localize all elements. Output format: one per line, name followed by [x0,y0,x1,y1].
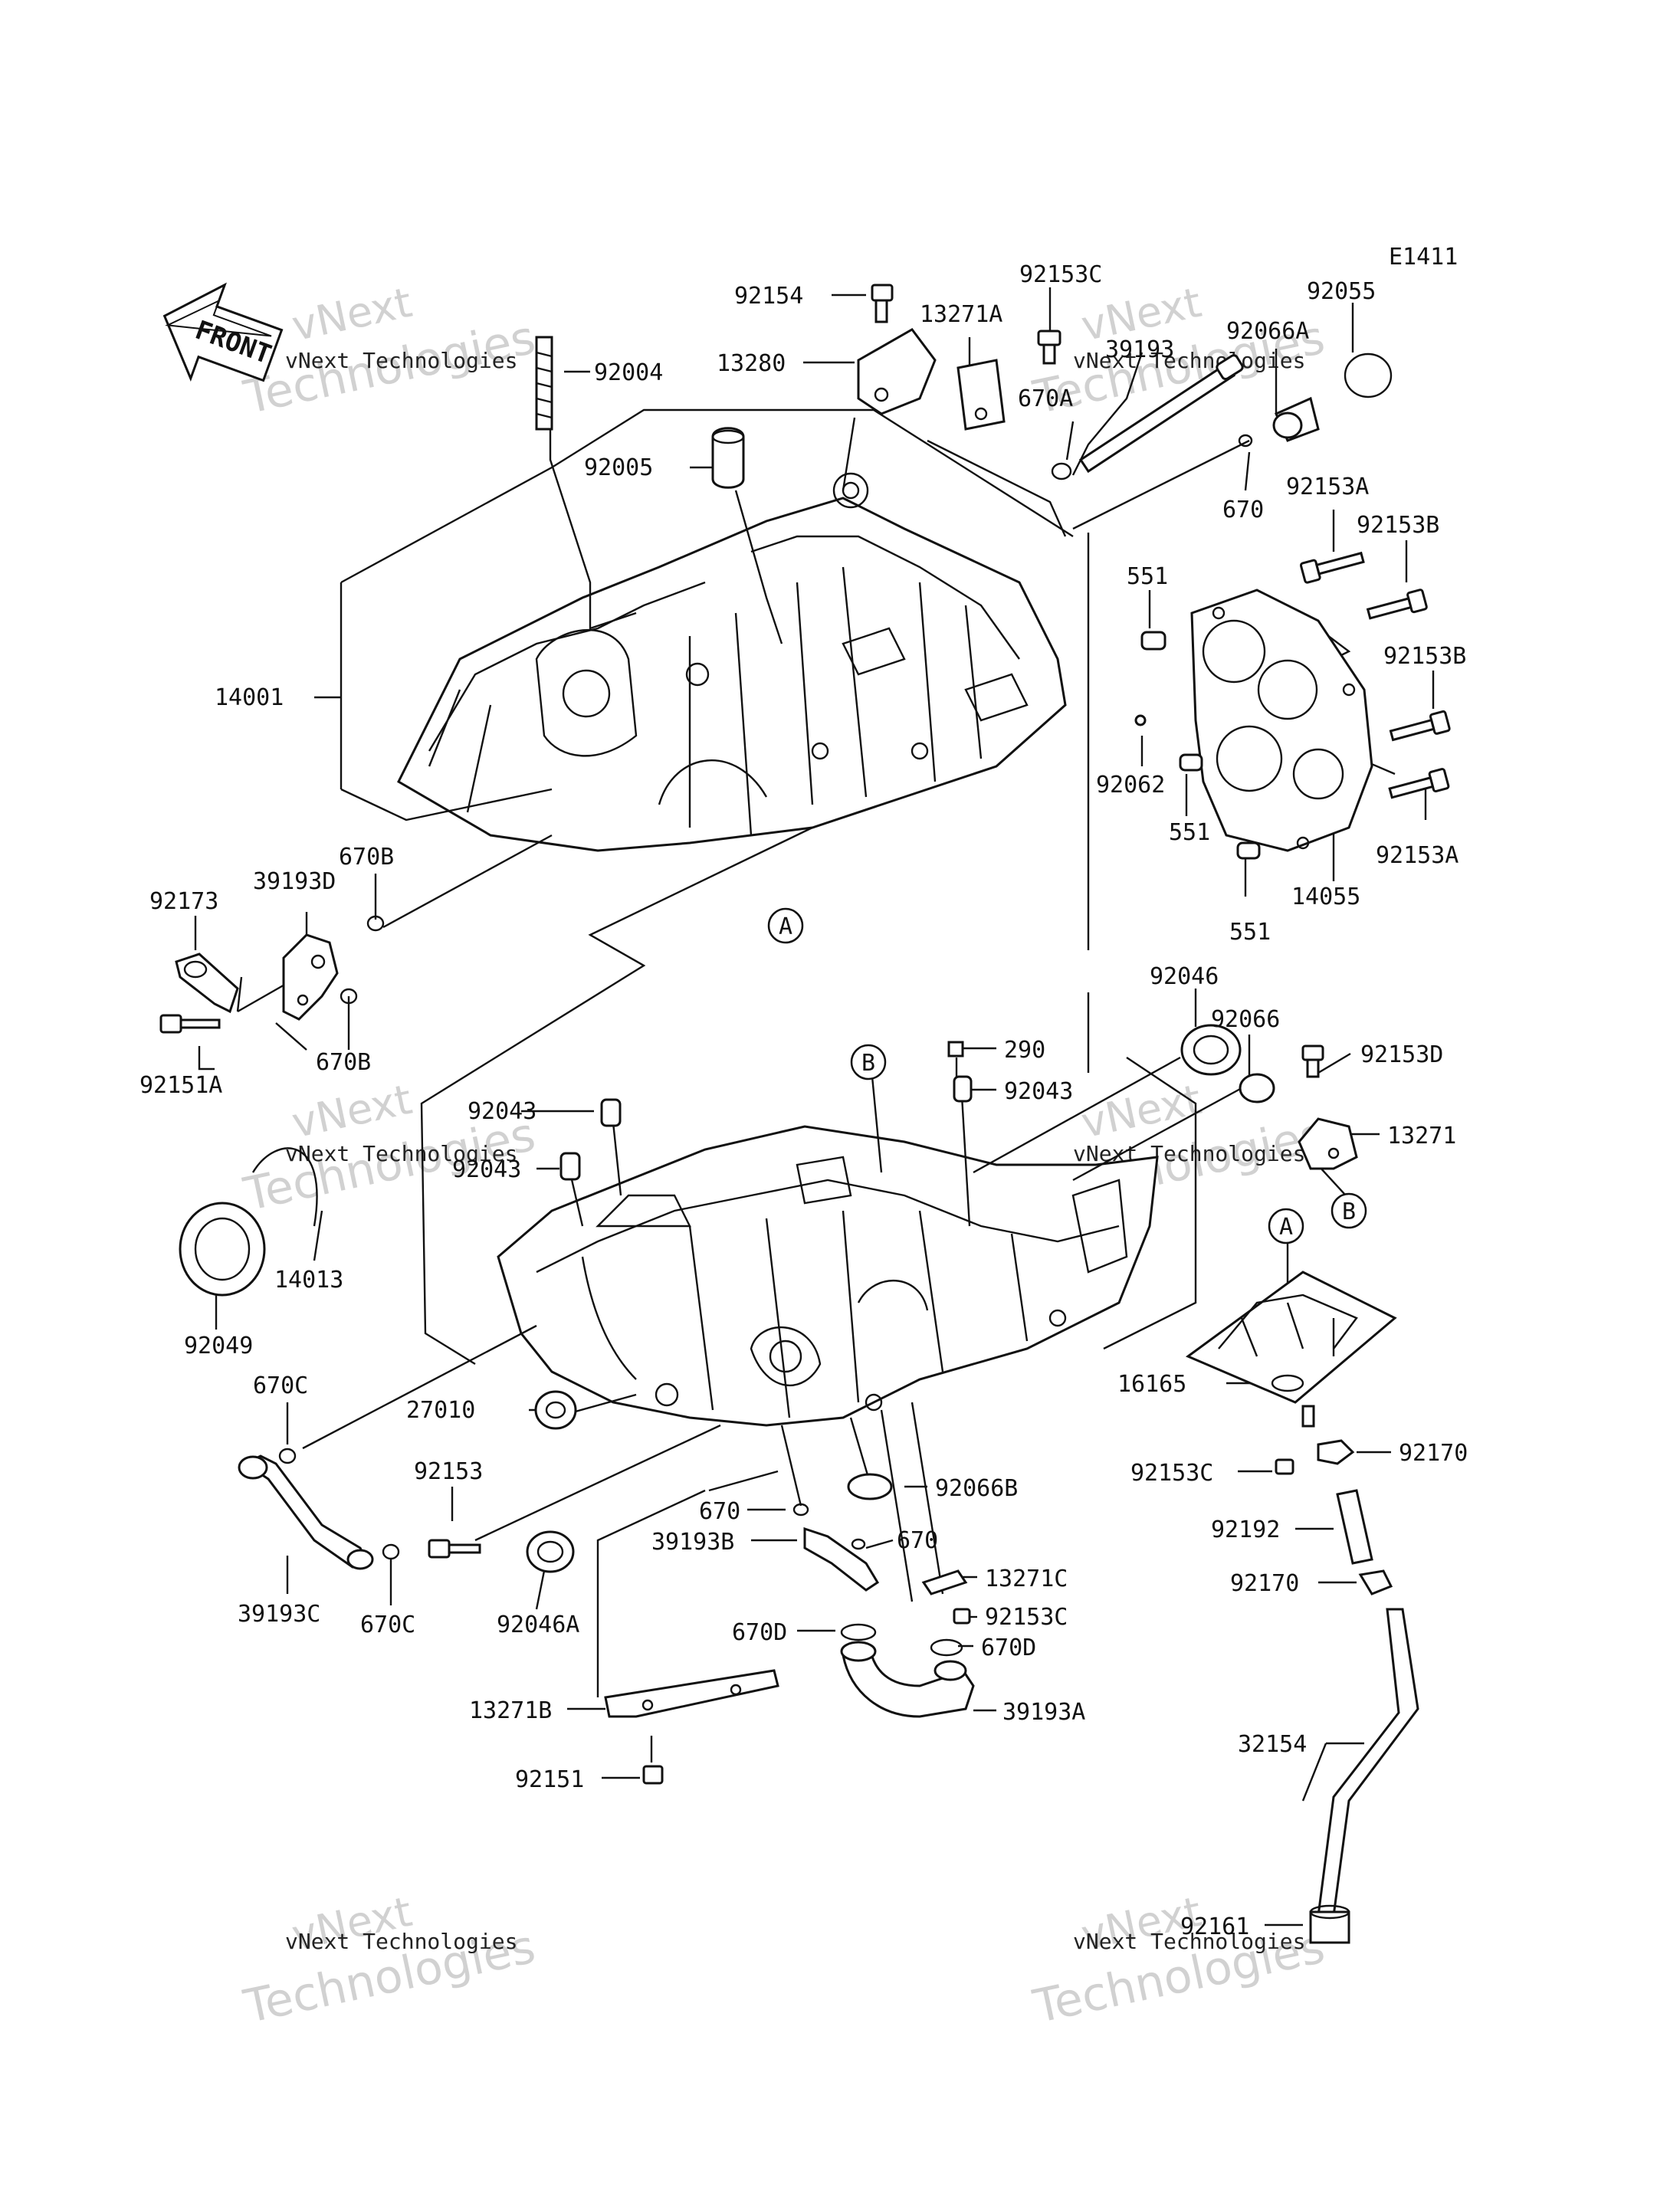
label-551: 551 [1229,919,1271,946]
label-92043: 92043 [1004,1078,1073,1105]
label-39193C: 39193C [238,1601,320,1628]
label-290: 290 [1004,1037,1045,1064]
label-92153A: 92153A [1376,842,1459,869]
label-13280: 13280 [717,350,786,377]
label-27010: 27010 [406,1397,475,1424]
label-92066: 92066 [1211,1006,1280,1033]
label-670C: 670C [360,1612,415,1638]
label-13271C: 13271C [985,1566,1068,1592]
label-670D: 670D [981,1635,1036,1661]
label-92153A: 92153A [1286,474,1369,500]
watermark-small: vNext Technologies [285,1929,517,1954]
label-92004: 92004 [594,359,663,386]
label-39193D: 39193D [253,868,336,895]
label-92170: 92170 [1399,1440,1468,1467]
label-92066A: 92066A [1226,318,1309,345]
reference-markers: A B B A [767,907,1367,1244]
label-92043: 92043 [468,1098,536,1125]
label-92170: 92170 [1230,1570,1299,1597]
lower-crankcase [497,1125,1159,1427]
label-32154: 32154 [1238,1731,1307,1758]
svg-text:B: B [1342,1199,1356,1225]
upper-crankcase [397,472,1067,852]
label-92154: 92154 [734,283,803,310]
label-92151A: 92151A [139,1072,222,1099]
label-14001: 14001 [215,684,284,711]
label-13271B: 13271B [469,1697,552,1724]
ref-b-right: B [1331,1192,1367,1229]
label-92046: 92046 [1150,963,1219,990]
watermark-small: vNext Technologies [285,348,517,373]
label-92153C: 92153C [985,1604,1068,1631]
label-39193B: 39193B [651,1529,734,1556]
label-92153D: 92153D [1360,1041,1443,1068]
label-670D: 670D [732,1619,787,1646]
label-92043: 92043 [452,1156,521,1183]
diagram-code: E1411 [1389,244,1458,271]
label-39193A: 39193A [1002,1699,1085,1726]
ref-a-upper: A [767,907,804,944]
watermark-small: vNext Technologies [1073,1929,1305,1954]
label-39193: 39193 [1105,336,1174,363]
label-14055: 14055 [1291,884,1360,910]
label-92173: 92173 [149,888,218,915]
label-551: 551 [1127,563,1168,590]
label-14013: 14013 [274,1267,343,1294]
small-parts [159,284,1451,1944]
label-92153C: 92153C [1019,261,1102,288]
watermark-small: vNext Technologies [285,1141,517,1166]
label-670B: 670B [316,1049,371,1076]
label-92153B: 92153B [1357,512,1439,539]
label-92046A: 92046A [497,1612,579,1638]
label-670C: 670C [253,1372,308,1399]
label-92192: 92192 [1211,1517,1280,1543]
label-92062: 92062 [1096,772,1165,798]
label-551: 551 [1169,819,1210,846]
ref-a-right: A [1268,1208,1304,1244]
svg-text:A: A [1279,1214,1293,1241]
label-670: 670 [1222,497,1264,523]
part-labels: 92154 13271A 92153C 39193 92066A 92055 9… [139,261,1468,1940]
label-13271A: 13271A [920,301,1002,328]
label-92005: 92005 [584,454,653,481]
label-670: 670 [699,1498,740,1525]
label-92153: 92153 [414,1458,483,1485]
label-92153B: 92153B [1383,643,1466,670]
label-92066B: 92066B [935,1475,1018,1502]
label-92055: 92055 [1307,278,1376,305]
watermark-small: vNext Technologies [1073,348,1305,373]
label-92161: 92161 [1180,1913,1249,1940]
label-92151: 92151 [515,1766,584,1793]
label-13271: 13271 [1387,1123,1456,1149]
label-670B: 670B [339,844,394,871]
label-670A: 670A [1018,385,1073,412]
label-92049: 92049 [184,1333,253,1359]
label-92153C: 92153C [1130,1460,1213,1487]
ref-b-upper: B [850,1044,887,1080]
label-16165: 16165 [1117,1371,1186,1398]
svg-text:A: A [779,913,792,940]
svg-text:B: B [861,1050,875,1077]
label-670: 670 [897,1527,938,1554]
